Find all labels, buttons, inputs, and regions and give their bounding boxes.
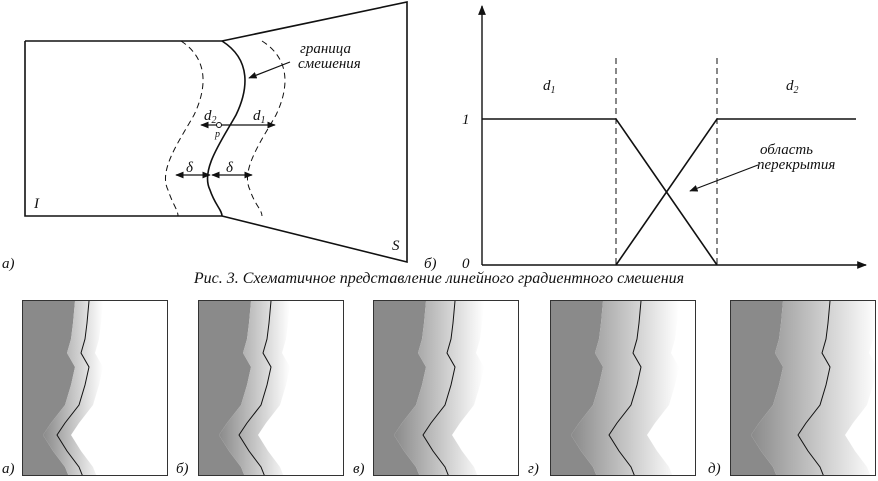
label-delta-left: δ — [186, 160, 194, 176]
seam-line — [422, 301, 456, 475]
label-S: S — [392, 238, 400, 254]
delta-right-boundary — [247, 40, 286, 217]
weight-d1-line — [482, 118, 718, 266]
overlap-label-line1: область — [760, 142, 813, 158]
blend-tile — [373, 300, 519, 476]
panel-label-a: а) — [2, 256, 15, 272]
blend-boundary — [206, 40, 246, 217]
point-p — [216, 122, 222, 128]
figure-3: I S граница смешения d2 d1 p δ δ а) 1 0 … — [2, 1, 867, 272]
tile-label: д) — [708, 461, 721, 477]
label-d1: d1 — [253, 108, 266, 126]
blend-tile — [550, 300, 696, 476]
seam-line — [238, 301, 272, 475]
blend-tile — [22, 300, 168, 476]
tile-label: а) — [2, 461, 15, 477]
label-d2: d2 — [204, 108, 217, 126]
y-tick-1: 1 — [462, 112, 470, 128]
chart-b-labels: 1 0 d1 d2 область перекрытия б) — [424, 78, 835, 272]
boundary-label-line2: смешения — [298, 56, 361, 72]
boundary-label-line1: граница — [300, 41, 351, 57]
gradient-band — [571, 301, 679, 475]
image-S-outline — [221, 1, 408, 264]
label-delta-right: δ — [226, 160, 234, 176]
label-I: I — [33, 196, 40, 212]
tile-label: в) — [353, 461, 365, 477]
diagram-a-labels: I S граница смешения d2 d1 p δ δ а) — [2, 41, 400, 272]
dark-region — [731, 301, 783, 475]
figure-caption: Рис. 3. Схематичное представление линейн… — [193, 270, 685, 287]
panel-label-b: б) — [424, 256, 437, 272]
gradient-band — [751, 301, 875, 475]
weight-d2-line — [615, 118, 856, 266]
gradient-band — [394, 301, 484, 475]
seam-line — [608, 301, 642, 475]
dark-region — [374, 301, 426, 475]
boundary-pointer — [248, 61, 291, 79]
gradient-band — [43, 301, 103, 475]
y-tick-0: 0 — [462, 256, 470, 272]
blend-tile — [198, 300, 344, 476]
diagram-a — [24, 1, 408, 264]
dark-region — [551, 301, 603, 475]
dark-region — [199, 301, 251, 475]
overlap-pointer — [689, 164, 759, 192]
seam-line — [797, 301, 831, 475]
chart-b — [478, 5, 867, 269]
region-d2-label: d2 — [786, 78, 799, 96]
region-d1-label: d1 — [543, 78, 556, 96]
overlap-label-line2: перекрытия — [757, 157, 835, 173]
blend-tile — [730, 300, 876, 476]
seam-line — [56, 301, 90, 475]
delta-left-boundary — [165, 40, 204, 217]
tile-label: г) — [528, 461, 539, 477]
tile-label: б) — [176, 461, 189, 477]
gradient-band — [219, 301, 290, 475]
dark-region — [23, 301, 75, 475]
image-I-outline — [24, 40, 222, 217]
label-p: p — [214, 129, 220, 140]
